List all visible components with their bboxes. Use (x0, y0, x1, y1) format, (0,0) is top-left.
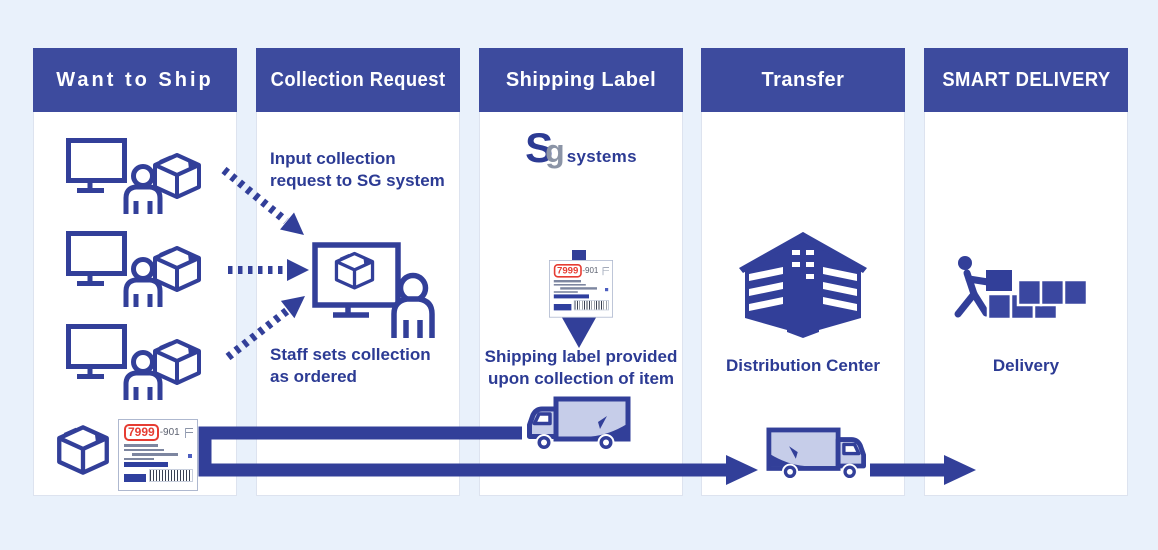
monitor-user-icon-1 (66, 138, 164, 216)
label-bottom-row (553, 300, 609, 311)
column-header-transfer: Transfer (701, 48, 905, 112)
label-code-boxed: 7999 (553, 264, 582, 278)
label-barcode (573, 300, 609, 311)
shipping-label-card-small: 7999 -901 (549, 260, 613, 318)
monitor-user-icon-3 (66, 324, 164, 402)
collection-truck-icon (527, 396, 631, 452)
collection-request-caption-top: Input collection request to SG system (270, 149, 445, 191)
label-address-lines (553, 280, 609, 293)
label-address-lines (124, 444, 193, 461)
delivery-person (954, 269, 992, 318)
label-code-suffix: -901 (159, 427, 180, 439)
label-code-row: 7999 -901 (124, 424, 193, 442)
box-stack (986, 278, 1089, 321)
label-barcode (149, 469, 193, 483)
transfer-truck-icon (766, 427, 866, 481)
label-corner-marks (602, 266, 609, 275)
label-dot (188, 454, 192, 458)
column-header-collection-request: Collection Request (256, 48, 460, 112)
label-blue-band-2 (124, 474, 146, 483)
collection-request-caption-bottom: Staff sets collection as ordered (270, 345, 431, 387)
column-header-shipping-label: Shipping Label (479, 48, 683, 112)
logo-letter-s: S (525, 124, 554, 171)
label-code-row: 7999 -901 (553, 264, 609, 278)
delivery-caption: Delivery (992, 356, 1060, 375)
column-title: SMART DELIVERY (941, 68, 1111, 91)
column-header-want-to-ship: Want to Ship (33, 48, 237, 112)
delivery-person-boxes-icon (954, 256, 1089, 321)
shipping-label-caption: Shipping label provided upon collection … (484, 347, 678, 389)
monitor-user-icon-2 (66, 231, 164, 309)
column-title: Transfer (761, 68, 845, 91)
label-dot (605, 288, 609, 292)
system-input-monitor-icon (312, 242, 435, 338)
building-icon (739, 232, 867, 338)
label-code-boxed: 7999 (124, 424, 159, 442)
parcel-box-icon-2 (153, 246, 201, 292)
label-blue-band (124, 462, 168, 468)
column-title: Collection Request (270, 68, 446, 91)
column-header-smart-delivery: SMART DELIVERY (924, 48, 1128, 112)
column-title: Want to Ship (56, 68, 214, 91)
shipping-label-card: 7999 -901 (118, 419, 198, 491)
logo-letter-g: g (545, 133, 565, 169)
parcel-box-icon-labeled (56, 424, 110, 476)
transfer-caption: Distribution Center (726, 356, 880, 375)
label-bottom-row (124, 469, 193, 483)
column-title: Shipping Label (505, 68, 657, 91)
label-code-suffix: -901 (582, 266, 599, 276)
label-blue-band-2 (553, 304, 572, 311)
parcel-box-icon-3 (153, 339, 201, 385)
logo-text-systems: systems (566, 147, 637, 166)
parcel-box-icon-1 (153, 153, 201, 199)
label-corner-marks (185, 427, 193, 438)
label-blue-band (553, 294, 589, 299)
